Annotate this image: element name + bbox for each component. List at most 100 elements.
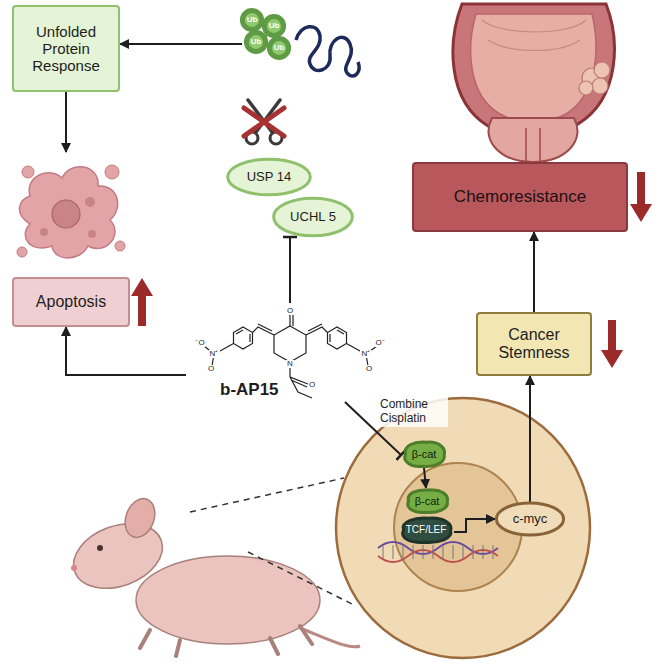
drawing-part bbox=[443, 545, 444, 559]
outcome-box: Chemoresistance bbox=[412, 162, 628, 232]
drawing-part bbox=[234, 327, 253, 349]
arrow-connector bbox=[424, 468, 426, 488]
atom-label: O bbox=[207, 365, 215, 373]
apoptotic-cell bbox=[17, 165, 125, 258]
atom-label: O⁻ bbox=[374, 339, 385, 347]
shape-outline bbox=[408, 490, 448, 513]
node-text: UCHL 5 bbox=[290, 210, 336, 225]
arrow-connector bbox=[65, 92, 67, 152]
shape-outline bbox=[242, 11, 261, 30]
edge-label: Combine Cisplatin bbox=[378, 396, 448, 427]
drawing-part bbox=[290, 314, 293, 326]
drawing-part bbox=[274, 326, 306, 362]
atom-label: O bbox=[308, 381, 316, 389]
drawing-part bbox=[115, 241, 125, 251]
drawing-part bbox=[120, 494, 160, 541]
arrow-connector bbox=[533, 232, 535, 312]
atom-label: O bbox=[365, 365, 373, 373]
drawing-part bbox=[493, 545, 494, 559]
ubiquitin-circle: Ub bbox=[269, 38, 289, 58]
drawing-part bbox=[22, 166, 34, 178]
atom-label: O bbox=[286, 307, 294, 315]
drawing-part bbox=[306, 324, 328, 335]
drawing-part bbox=[136, 556, 320, 644]
atom-label: N⁺ bbox=[209, 350, 220, 358]
drawing-part bbox=[413, 545, 414, 559]
arrow-connector bbox=[529, 376, 531, 502]
drawing-part bbox=[236, 330, 250, 342]
drawing-part bbox=[40, 228, 48, 236]
drawing-part bbox=[330, 330, 344, 342]
ubiquitin-circle: Ub bbox=[246, 32, 266, 52]
drawing-part bbox=[471, 14, 596, 122]
bladder-illustration bbox=[453, 4, 614, 164]
shape-outline bbox=[274, 198, 353, 236]
drawing-part bbox=[140, 626, 312, 656]
ubiquitin-circle: Ub bbox=[264, 16, 284, 36]
drawing-part bbox=[579, 81, 593, 95]
node-text: TCF/LEF bbox=[406, 524, 447, 536]
atom-label: ⁻O bbox=[194, 339, 205, 347]
node-text: Cancer Stemness bbox=[484, 326, 584, 363]
drawing-part bbox=[204, 344, 234, 367]
protein-chain bbox=[296, 27, 359, 76]
arrow-connector bbox=[120, 43, 242, 45]
arrow-connector bbox=[454, 519, 495, 532]
node-text: Ub bbox=[269, 21, 280, 30]
shape-outline bbox=[269, 39, 288, 58]
enzyme-ellipse: USP 14 bbox=[226, 158, 312, 196]
node-text: β-cat bbox=[415, 495, 440, 508]
drawing-part bbox=[19, 167, 117, 258]
node-text: Apoptosis bbox=[36, 293, 106, 311]
node-text: c-myc bbox=[513, 512, 548, 527]
mouse-illustration bbox=[65, 494, 360, 656]
node-text: β-cat bbox=[412, 448, 437, 461]
node-text: b-AP15 bbox=[220, 380, 279, 400]
drawing-part bbox=[71, 565, 77, 571]
scissors-icon bbox=[244, 100, 284, 144]
drawing-part bbox=[453, 4, 614, 135]
drawing-part bbox=[378, 542, 498, 554]
drawing-part bbox=[383, 545, 384, 559]
drawing-part bbox=[473, 545, 474, 559]
protein-blob: β-cat bbox=[401, 440, 447, 468]
drawing-part bbox=[526, 128, 540, 164]
drawing-part bbox=[594, 62, 610, 78]
inhibition-line bbox=[289, 237, 291, 303]
drawing-part bbox=[488, 40, 580, 51]
node-text: Ub bbox=[247, 15, 258, 24]
drawing-part bbox=[488, 118, 577, 162]
drawing-part bbox=[253, 324, 275, 335]
protein-blob: TCF/LEF bbox=[398, 516, 454, 544]
drawing-part bbox=[383, 545, 493, 559]
drawing-part bbox=[433, 545, 434, 559]
drawing-part bbox=[378, 550, 498, 562]
drawing-part bbox=[88, 230, 96, 238]
drawing-part bbox=[463, 545, 464, 559]
drawing-part bbox=[393, 545, 394, 559]
node-text: USP 14 bbox=[247, 170, 292, 185]
drawing-part bbox=[52, 200, 80, 228]
drawing-part bbox=[131, 278, 153, 326]
drawing-part bbox=[423, 545, 424, 559]
drawing-part bbox=[347, 344, 378, 367]
outcome-box: Cancer Stemness bbox=[476, 312, 592, 376]
drawing-part bbox=[105, 165, 119, 179]
drawing-part bbox=[17, 247, 27, 257]
ubiquitin-circle: Ub bbox=[242, 10, 262, 30]
drawing-part bbox=[97, 545, 103, 551]
process-box: Unfolded Protein Response bbox=[12, 5, 120, 92]
drawing-part bbox=[601, 320, 623, 368]
cell-illustration bbox=[336, 398, 590, 658]
protein-blob: β-cat bbox=[404, 488, 450, 514]
atom-label: N bbox=[286, 360, 294, 368]
shape-outline bbox=[405, 442, 445, 466]
shape-outline bbox=[246, 33, 265, 52]
drawing-part bbox=[65, 512, 172, 600]
enzyme-ellipse: UCHL 5 bbox=[272, 197, 354, 237]
zoom-leader bbox=[190, 478, 356, 606]
drawing-part bbox=[630, 172, 652, 222]
drawing-part bbox=[336, 398, 590, 658]
shape-outline bbox=[228, 159, 311, 195]
node-text: Ub bbox=[251, 37, 262, 46]
